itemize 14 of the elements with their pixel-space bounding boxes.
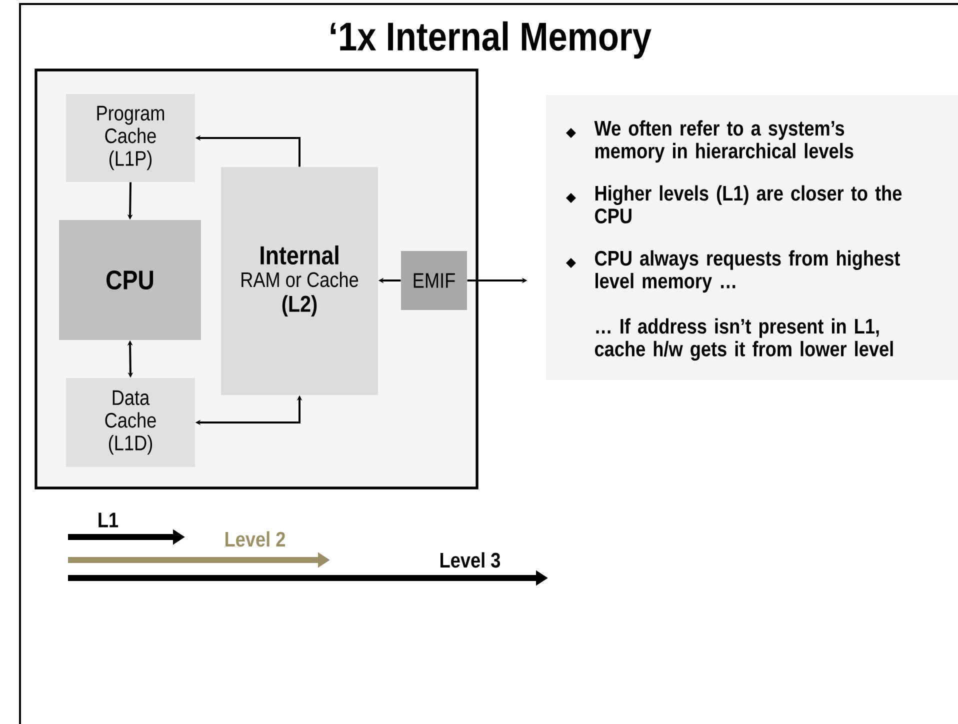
memory-box: Internal RAM or Cache (L2) bbox=[220, 167, 378, 395]
note-text: Higher levels (L1) are closer to the CPU bbox=[595, 185, 902, 224]
cpu-box: CPU bbox=[59, 220, 201, 340]
note-text: … If address isn’t present in L1, cache h/w gets it from lower level bbox=[594, 318, 893, 361]
cache-box: Data Cache (L1D) bbox=[66, 378, 196, 468]
interface-box: EMIF bbox=[401, 251, 467, 310]
note-text: CPU always requests from highest level memory … bbox=[595, 250, 900, 293]
note-panel bbox=[546, 94, 958, 380]
cache-box: Program Cache (L1P) bbox=[66, 94, 196, 182]
level-label: L1 bbox=[98, 512, 118, 528]
title: ‘1x Internal Memory bbox=[330, 21, 652, 59]
note-text: We often refer to a system’s memory in hierarchical levels bbox=[594, 120, 854, 163]
level-label: Level 3 bbox=[440, 552, 500, 568]
level-label: Level 2 bbox=[226, 531, 285, 547]
